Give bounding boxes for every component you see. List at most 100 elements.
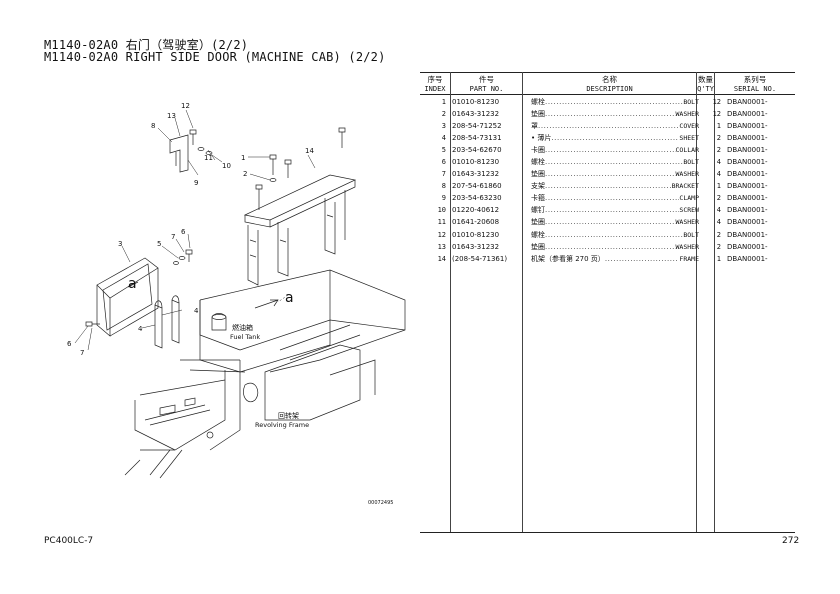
- callout-3: 3: [118, 240, 122, 248]
- row-part-no: 01010-81230: [452, 230, 500, 239]
- sheet-drawings: [154, 295, 180, 349]
- callout-8: 8: [151, 122, 155, 130]
- callout-11: 11: [204, 154, 213, 162]
- table-row: 14(208-54-71361)机架（参看第 270 页）FRAME1DBAN0…: [420, 253, 805, 265]
- row-desc-en: BRACKET: [671, 182, 699, 191]
- row-desc-leader: [545, 147, 676, 154]
- row-qty: 12: [712, 97, 721, 106]
- fuel-tank-drawing: [199, 299, 331, 373]
- row-part-no: 207-54-61860: [452, 182, 502, 191]
- row-serial: DBAN0001-: [727, 109, 768, 118]
- exploded-parts-diagram: 12 13 8 11 10 9 1 2 14 3 5 7 6 4 4 6 7 a…: [67, 102, 406, 479]
- callout-5: 5: [157, 240, 161, 248]
- callout-leaders: [74, 109, 316, 351]
- row-description: 卡圈COLLAR: [528, 144, 705, 156]
- callout-1: 1: [241, 154, 245, 162]
- callout-4-left: 4: [138, 325, 143, 333]
- callout-14: 14: [305, 147, 314, 155]
- row-desc-zh: 支架: [531, 182, 545, 191]
- callout-12: 12: [181, 102, 190, 110]
- row-desc-en: WASHER: [675, 218, 699, 227]
- row-desc-leader: [551, 135, 679, 142]
- row-index: 5: [441, 145, 446, 154]
- row-index: 6: [441, 158, 446, 167]
- row-desc-leader: [538, 123, 679, 130]
- row-desc-leader: [545, 99, 683, 106]
- row-qty: 1: [716, 121, 721, 130]
- row-part-no: 01010-81230: [452, 97, 500, 106]
- row-description: 螺栓 BOLT: [528, 229, 705, 241]
- fuel-tank-label-zh: 燃油箱: [232, 323, 253, 332]
- row-desc-zh: 螺栓: [531, 158, 545, 167]
- row-serial: DBAN0001-: [727, 218, 768, 227]
- row-index: 4: [441, 133, 446, 142]
- row-desc-en: SHEET: [679, 133, 699, 142]
- row-qty: 2: [716, 145, 721, 154]
- row-desc-leader: [545, 195, 679, 202]
- row-qty: 1: [716, 254, 721, 263]
- row-desc-zh: 螺栓: [531, 230, 545, 239]
- callout-7-upper: 7: [171, 233, 175, 241]
- col-divider-3: [696, 72, 697, 532]
- ref-a-left: a: [128, 276, 137, 292]
- callout-13: 13: [167, 112, 176, 120]
- row-desc-en: BOLT: [683, 97, 699, 106]
- row-desc-zh: 卡箍: [531, 194, 545, 203]
- row-desc-zh: 垫圈: [531, 170, 545, 179]
- row-part-no: 208-54-71252: [452, 121, 502, 130]
- model-name: PC400LC-7: [44, 536, 94, 546]
- row-desc-en: CLAMP: [679, 194, 699, 203]
- row-serial: DBAN0001-: [727, 133, 768, 142]
- row-desc-en: COLLAR: [675, 145, 699, 154]
- col-divider-2: [522, 72, 523, 532]
- row-desc-en: BOLT: [683, 230, 699, 239]
- row-index: 1: [441, 97, 446, 106]
- row-index: 13: [437, 242, 446, 251]
- row-desc-zh: 垫圈: [531, 218, 545, 227]
- row-desc-leader: [605, 256, 680, 263]
- row-serial: DBAN0001-: [727, 170, 768, 179]
- callout-9: 9: [194, 179, 198, 187]
- callout-2: 2: [243, 170, 247, 178]
- row-part-no: 203-54-63230: [452, 194, 502, 203]
- row-index: 9: [441, 194, 446, 203]
- table-header-rule: [420, 94, 795, 95]
- row-desc-zh: 螺栓: [531, 97, 545, 106]
- row-description: 卡箍 CLAMP: [528, 193, 705, 205]
- row-index: 3: [441, 121, 446, 130]
- row-part-no: 208-54-73131: [452, 133, 502, 142]
- row-description: 机架（参看第 270 页）FRAME: [528, 253, 705, 265]
- row-desc-zh: 螺钉: [531, 206, 545, 215]
- row-serial: DBAN0001-: [727, 182, 768, 191]
- row-serial: DBAN0001-: [727, 254, 768, 263]
- callout-6-upper: 6: [181, 228, 186, 236]
- row-description: 垫圈WASHER: [528, 169, 705, 181]
- row-serial: DBAN0001-: [727, 121, 768, 130]
- row-serial: DBAN0001-: [727, 194, 768, 203]
- row-desc-en: COVER: [679, 121, 699, 130]
- row-part-no: 01010-81230: [452, 158, 500, 167]
- revolving-frame-label-zh: 回转架: [278, 411, 299, 420]
- row-index: 14: [437, 254, 446, 263]
- row-desc-leader: [545, 244, 676, 251]
- col-divider-1: [450, 72, 451, 532]
- row-description: 螺栓 BOLT: [528, 96, 705, 108]
- row-qty: 1: [716, 182, 721, 191]
- drawing-number: 00072495: [368, 500, 394, 506]
- row-desc-leader: [545, 159, 683, 166]
- ref-a-right: a: [285, 290, 294, 306]
- row-part-no: 01643-31232: [452, 109, 500, 118]
- row-desc-en: WASHER: [675, 242, 699, 251]
- bracket-drawings: [169, 134, 357, 286]
- row-description: 支架 BRACKET: [528, 181, 705, 193]
